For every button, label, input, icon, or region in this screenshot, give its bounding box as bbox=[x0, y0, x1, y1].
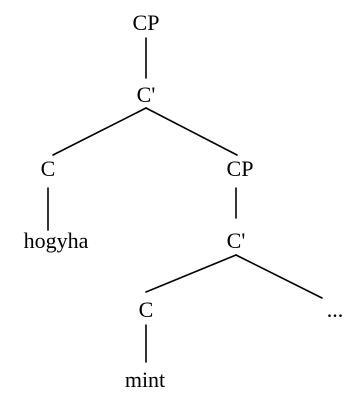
tree-edges bbox=[47, 37, 323, 363]
node-cbar-inner: C' bbox=[227, 228, 246, 253]
node-mint: mint bbox=[125, 367, 165, 392]
node-hogyha: hogyha bbox=[24, 228, 89, 253]
node-c-left: C bbox=[41, 156, 56, 181]
node-c-inner: C bbox=[139, 297, 154, 322]
edge-cbar-inner-c-inner bbox=[145, 254, 237, 293]
tree-nodes: CP C' C CP hogyha C' C ... mint bbox=[24, 10, 344, 392]
node-cp-inner: CP bbox=[227, 156, 254, 181]
edge-cbar-root-c-left bbox=[52, 107, 147, 156]
node-ellipsis: ... bbox=[327, 297, 344, 322]
node-cp-root: CP bbox=[133, 10, 160, 35]
node-cbar-root: C' bbox=[137, 82, 156, 107]
edge-cbar-root-cp-inner bbox=[145, 107, 238, 156]
edge-cbar-inner-ellipsis bbox=[235, 254, 323, 299]
